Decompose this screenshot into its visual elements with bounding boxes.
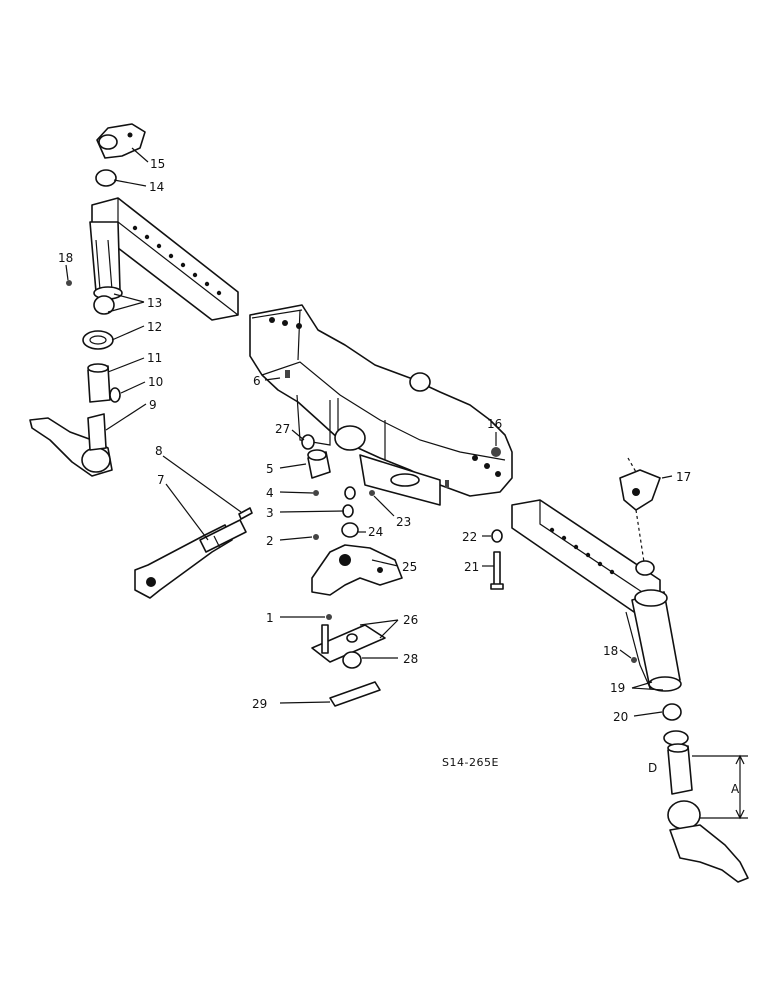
callout-13: 13 [147,296,162,310]
bushing-28 [342,651,362,669]
callout-4: 4 [266,486,274,500]
callout-21: 21 [464,560,479,574]
shim-29 [329,681,381,707]
dimension-label-a: A [731,782,740,796]
callout-29: 29 [252,697,267,711]
bushing-24 [341,522,359,538]
left-seal-12 [82,330,114,350]
callout-3: 3 [266,506,274,520]
left-bushing-14 [95,169,117,187]
callout-23: 23 [396,515,411,529]
callout-15: 15 [150,157,165,171]
pin-23 [369,490,375,496]
callout-labels: 15 14 18 13 12 11 10 9 8 7 6 27 5 4 3 2 … [58,157,740,796]
callout-25: 25 [402,560,417,574]
left-bushings-13 [93,295,115,315]
callout-17: 17 [676,470,691,484]
cotter-pin-8 [238,507,253,520]
bushing-5 [307,449,331,479]
nut-22 [491,529,503,543]
pin-1 [326,614,332,620]
grease-fitting-4 [313,490,319,496]
dimension-label-d: D [648,761,657,775]
left-washer-10 [109,387,121,403]
callout-5: 5 [266,462,274,476]
washer-3-upper [344,486,356,500]
callout-19: 19 [610,681,625,695]
bolt-21 [490,551,504,590]
callout-9: 9 [149,398,157,412]
callout-28: 28 [403,652,418,666]
right-spindle-bushing [663,730,693,795]
callout-18-right: 18 [603,644,618,658]
leader-lines [65,147,673,717]
callout-11: 11 [147,351,162,365]
callout-14: 14 [149,180,164,194]
right-bushing-20 [662,703,682,721]
callout-8: 8 [155,444,163,458]
washer-3 [342,504,354,518]
right-bushing-top [635,560,655,576]
pin-2 [313,534,319,540]
callout-16: 16 [487,417,502,431]
right-axle-extension [511,499,682,692]
left-axle-extension [89,197,239,321]
callout-18-left: 18 [58,251,73,265]
callout-12: 12 [147,320,162,334]
right-grease-fitting-18 [631,657,637,663]
callout-7: 7 [157,473,165,487]
callout-1: 1 [266,611,274,625]
callout-20: 20 [613,710,628,724]
right-spindle [667,800,749,883]
left-grease-fitting-18 [66,280,72,286]
left-spindle-9 [29,413,113,477]
callout-22: 22 [462,530,477,544]
left-spindle-bushing-11 [87,363,111,403]
right-steering-arm-17 [619,457,661,576]
pivot-plate-26 [311,624,386,663]
center-axle-beam [249,304,513,506]
callout-10: 10 [148,375,163,389]
callout-27: 27 [275,422,290,436]
nut-16 [491,447,501,457]
drawing-code: S14-265E [442,756,499,769]
pivot-bracket-25 [311,544,403,596]
callout-6: 6 [253,374,261,388]
callout-26: 26 [403,613,418,627]
tie-rod-7 [134,519,247,599]
callout-24: 24 [368,525,383,539]
bushing-27 [301,434,315,450]
dimension-a [692,754,748,820]
callout-2: 2 [266,534,274,548]
